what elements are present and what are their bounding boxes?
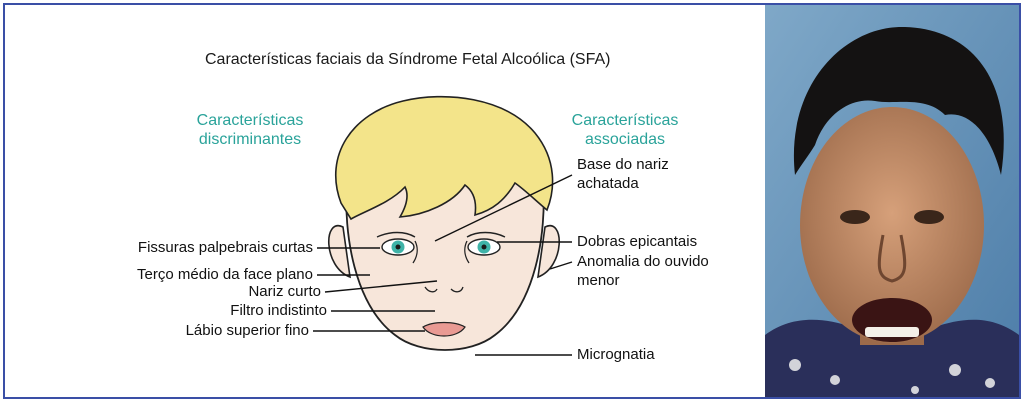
left-pupil [396,245,401,250]
figure-frame: Características faciais da Síndrome Feta… [3,3,1021,399]
label-line: menor [577,271,709,290]
label-ear-anomaly: Anomalia do ouvido menor [577,252,709,290]
left-ear [329,226,350,277]
label-line: Anomalia do ouvido [577,252,709,271]
child-right-eye [914,210,944,224]
fas-face-diagram: Características faciais da Síndrome Feta… [5,5,763,397]
label-micrognathia: Micrognatia [577,345,655,364]
label-palpebral-fissures: Fissuras palpebrais curtas [138,238,313,257]
label-epicanthal-folds: Dobras epicantais [577,232,697,251]
right-pupil [482,245,487,250]
child-left-eye [840,210,870,224]
label-line: achatada [577,174,669,193]
label-short-nose: Nariz curto [248,282,321,301]
child-teeth [865,327,919,337]
label-line: Base do nariz [577,155,669,174]
label-thin-lip: Lábio superior fino [186,321,309,340]
label-philtrum: Filtro indistinto [230,301,327,320]
face-illustration [5,5,763,397]
label-nose-base: Base do nariz achatada [577,155,669,193]
child-portrait-photo [765,5,1019,397]
